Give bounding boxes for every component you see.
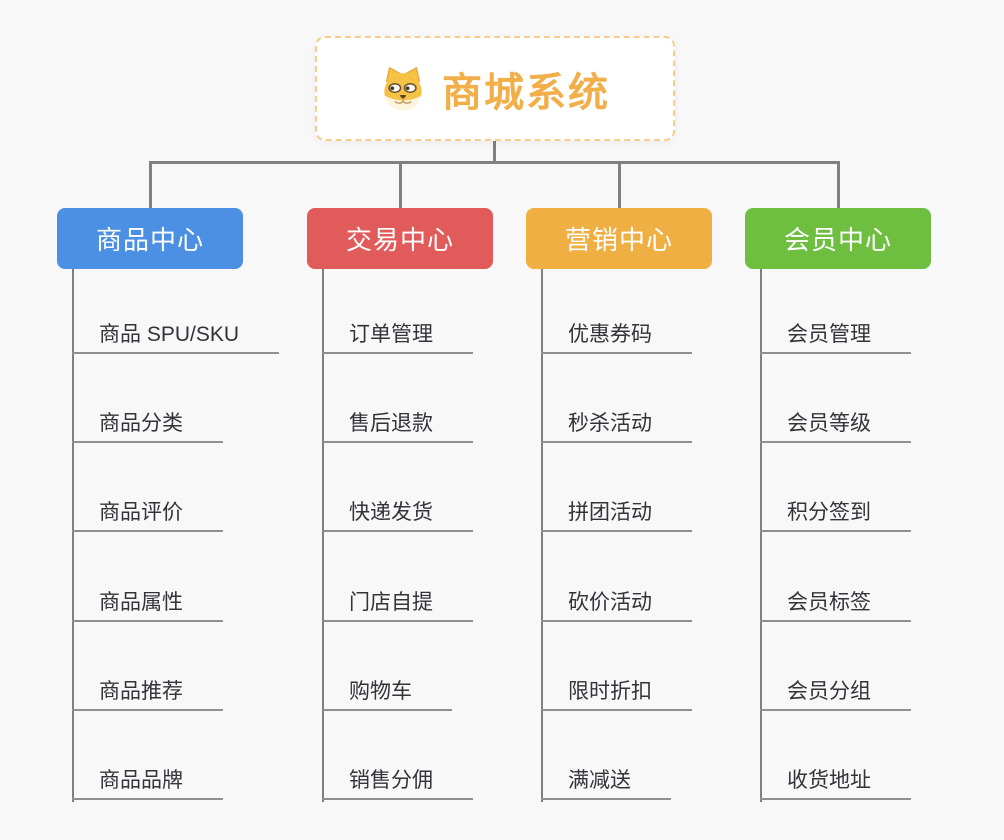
leaf-node[interactable]: 砍价活动 [541,588,692,622]
branch-node-3[interactable]: 会员中心 [745,208,931,269]
leaf-node[interactable]: 售后退款 [322,409,473,443]
leaf-node[interactable]: 快递发货 [322,498,473,532]
branch-node-0[interactable]: 商品中心 [57,208,243,269]
leaf-node[interactable]: 商品评价 [72,498,223,532]
leaf-node[interactable]: 订单管理 [322,320,473,354]
leaf-node[interactable]: 优惠券码 [541,320,692,354]
leaf-node[interactable]: 商品品牌 [72,766,223,800]
leaf-node[interactable]: 秒杀活动 [541,409,692,443]
connector-line [541,269,543,802]
branch-node-1[interactable]: 交易中心 [307,208,493,269]
connector-line [760,269,762,802]
leaf-node[interactable]: 商品 SPU/SKU [72,320,280,354]
branch-node-label: 商品中心 [95,225,204,255]
leaf-node[interactable]: 会员分组 [760,677,911,711]
connector-line [149,161,152,208]
connector-line [399,161,402,208]
leaf-node[interactable]: 商品属性 [72,588,223,622]
root-node-label: 商城系统 [442,70,610,115]
leaf-node[interactable]: 会员标签 [760,588,911,622]
leaf-node[interactable]: 满减送 [541,766,671,800]
connector-line [149,161,840,164]
branch-node-label: 会员中心 [783,225,892,255]
leaf-node[interactable]: 会员管理 [760,320,911,354]
root-node-mall-system[interactable]: 商城系统 [315,36,675,141]
leaf-node[interactable]: 会员等级 [760,409,911,443]
leaf-node[interactable]: 收货地址 [760,766,911,800]
leaf-node[interactable]: 拼团活动 [541,498,692,532]
connector-line [72,269,74,802]
connector-line [618,161,621,208]
leaf-node[interactable]: 销售分佣 [322,766,473,800]
connector-line [837,161,840,208]
branch-node-label: 交易中心 [345,225,454,255]
leaf-node[interactable]: 商品分类 [72,409,223,443]
doge-face-icon [380,66,426,112]
leaf-node[interactable]: 门店自提 [322,588,473,622]
leaf-node[interactable]: 购物车 [322,677,452,711]
connector-line [493,140,496,164]
branch-node-2[interactable]: 营销中心 [526,208,712,269]
leaf-node[interactable]: 限时折扣 [541,677,692,711]
branch-node-label: 营销中心 [564,225,673,255]
connector-line [322,269,324,802]
leaf-node[interactable]: 积分签到 [760,498,911,532]
leaf-node[interactable]: 商品推荐 [72,677,223,711]
